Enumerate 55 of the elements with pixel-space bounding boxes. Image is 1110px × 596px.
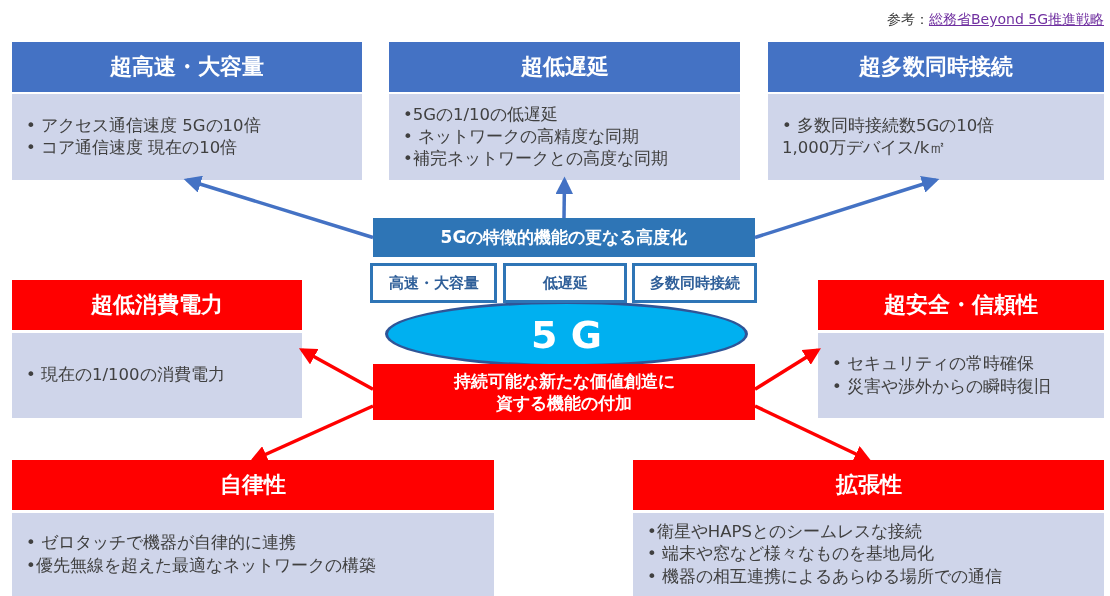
bullet-text: •優先無線を超えた最適なネットワークの構築: [26, 554, 377, 577]
heading-bar: [389, 42, 740, 92]
banner-text: 5Gの特徴的機能の更なる高度化: [440, 226, 688, 249]
heading-bar: [768, 42, 1104, 92]
heading-bar: [12, 42, 362, 92]
feature-label: 多数同時接続: [649, 273, 740, 293]
heading-bar: [12, 460, 494, 510]
feature-box: [632, 263, 757, 303]
arrow: [754, 348, 821, 391]
bullet-text: • 現在の1/100の消費電力: [26, 364, 226, 387]
bullet-text: •5Gの1/10の低遅延: [403, 103, 560, 126]
arrow: [183, 175, 374, 240]
heading: 超低消費電力: [91, 291, 223, 319]
arrow: [754, 175, 940, 240]
feature-label: 低遅延: [542, 273, 588, 293]
feature-box: [503, 263, 627, 303]
bullet-text: • ネットワークの高精度な同期: [403, 125, 640, 148]
description-box: [12, 513, 494, 596]
feature-banner: [373, 218, 755, 257]
description-box: [818, 333, 1104, 418]
heading: 超高速・大容量: [110, 53, 264, 81]
heading: 拡張性: [835, 471, 902, 499]
bullet-text: • アクセス通信速度 5Gの10倍: [26, 114, 262, 137]
feature-label: 高速・大容量: [388, 273, 479, 293]
bullet-text: • 多数同時接続数5Gの10倍 1,000万デバイス/k㎡: [782, 114, 996, 159]
heading: 超安全・信頼性: [884, 291, 1038, 319]
arrow: [249, 404, 374, 463]
core-label: 5 G: [531, 316, 602, 354]
feature-box: [370, 263, 497, 303]
heading: 超多数同時接続: [859, 53, 1013, 81]
heading: 自律性: [220, 471, 286, 499]
source-link: 総務省Beyond 5G推進戦略: [928, 11, 1104, 29]
description-box: [12, 94, 362, 180]
bullet-text: • コア通信速度 現在の10倍: [26, 137, 239, 159]
bullet-text: • 機器の相互連携によるあらゆる場所での通信: [647, 565, 1003, 588]
arrow: [298, 348, 374, 391]
bullet-text: • セキュリティの常時確保: [832, 353, 1035, 376]
arrow: [555, 176, 574, 219]
value-banner: [373, 364, 755, 420]
heading-bar: [818, 280, 1104, 330]
description-box: [389, 94, 740, 180]
bullet-text: • 端末や窓など様々なものを基地局化: [647, 543, 935, 566]
description-box: [633, 513, 1104, 596]
bullet-text: • 災害や渉外からの瞬時復旧: [832, 375, 1052, 398]
heading: 超低遅延: [520, 53, 609, 81]
bullet-text: • ゼロタッチで機器が自律的に連携: [26, 532, 297, 555]
heading-bar: [12, 280, 302, 330]
source-label: 参考：: [886, 11, 929, 29]
banner-text: 持続可能な新たな価値創造に資する機能の付加: [452, 369, 676, 415]
heading-bar: [633, 460, 1104, 510]
description-box: [768, 94, 1104, 180]
bullet-text: •補完ネットワークとの高度な同期: [403, 148, 669, 171]
description-box: [12, 333, 302, 418]
bullet-text: •衛星やHAPSとのシームレスな接続: [647, 521, 923, 544]
arrow: [754, 404, 872, 462]
